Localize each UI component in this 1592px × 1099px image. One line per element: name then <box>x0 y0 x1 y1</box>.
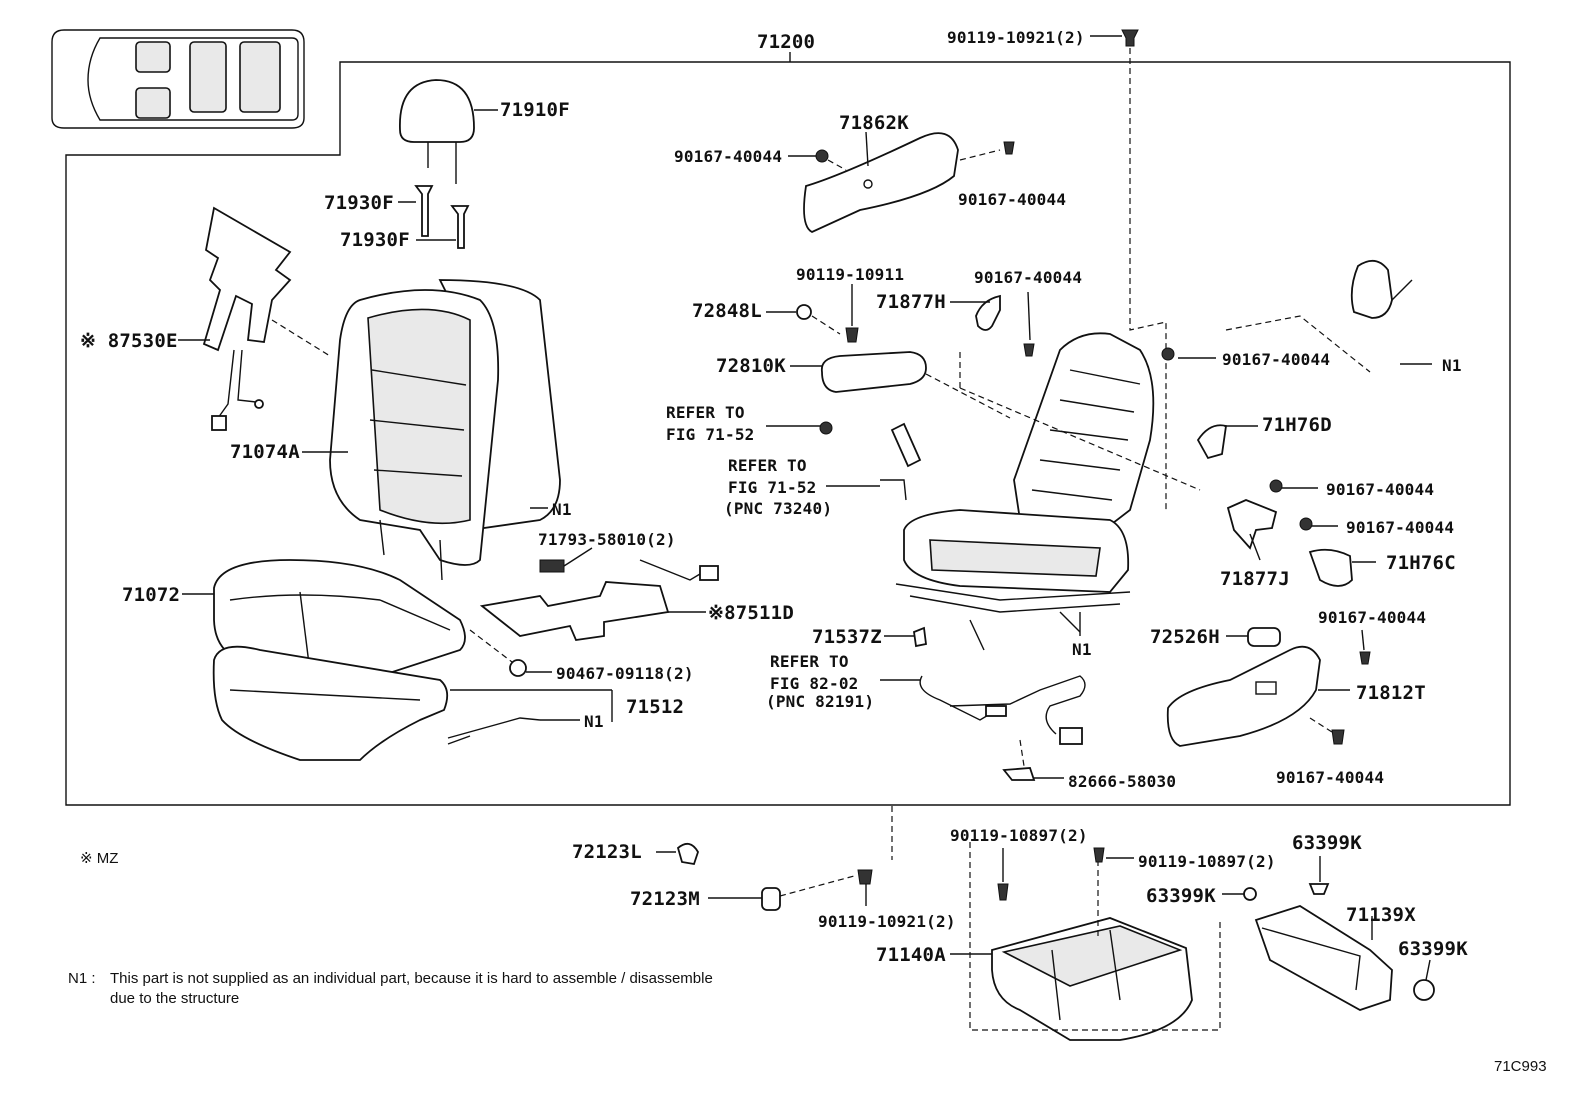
callout-71793: 71793-58010(2) <box>538 530 676 549</box>
callout-71930F-a: 71930F <box>324 192 394 214</box>
cap-part <box>656 842 699 866</box>
vehicle-locator-icon <box>51 29 305 129</box>
callout-72123M: 72123M <box>630 888 700 910</box>
bolt-part <box>997 847 1134 901</box>
screw-part <box>788 141 1015 171</box>
footnote-line-2: due to the structure <box>110 990 240 1007</box>
bracket-part <box>1196 424 1258 460</box>
callout-N1-right: N1 <box>1442 356 1462 375</box>
callout-82666: 82666-58030 <box>1068 772 1177 791</box>
riser-cover-part <box>1254 905 1393 1011</box>
bolt-part <box>857 869 873 906</box>
bracket-part <box>950 291 1035 357</box>
callout-90167-h: 90167-40044 <box>1276 768 1385 787</box>
callout-71074A: 71074A <box>230 441 300 463</box>
callout-71812T: 71812T <box>1356 682 1426 704</box>
bracket-part <box>1002 767 1064 781</box>
side-cover-part <box>1166 629 1371 747</box>
seat-riser-part <box>950 842 1221 1041</box>
callout-72526H: 72526H <box>1150 626 1220 648</box>
callout-87511D: ※87511D <box>708 602 794 624</box>
callout-90119-10921-top: 90119-10921(2) <box>947 28 1085 47</box>
callout-90167-a: 90167-40044 <box>674 147 783 166</box>
side-cover-part <box>803 131 959 233</box>
connector-part <box>539 547 593 573</box>
clip-part <box>469 629 552 677</box>
callout-90167-b: 90167-40044 <box>958 190 1067 209</box>
cover-part <box>1308 548 1376 587</box>
footnote-line-1: This part is not supplied as an individu… <box>110 970 713 987</box>
assembly-number: 71200 <box>757 31 816 53</box>
bolt-part <box>1090 29 1167 510</box>
armrest-part <box>790 351 1011 419</box>
refer-label-3b: FIG 82-02 <box>770 674 859 693</box>
refer-label-2a: REFER TO <box>728 456 807 475</box>
callout-72810K: 72810K <box>716 355 786 377</box>
motor-part <box>1225 260 1432 373</box>
footnote-key: N1 : <box>68 970 96 987</box>
callout-71512: 71512 <box>626 696 685 718</box>
callout-90167-f: 90167-40044 <box>1346 518 1455 537</box>
callout-71877H: 71877H <box>876 291 946 313</box>
callout-71537Z: 71537Z <box>812 626 882 648</box>
diagram-id: 71C993 <box>1494 1058 1547 1075</box>
callout-63399K-b: 63399K <box>1146 885 1216 907</box>
bolt-part <box>845 284 859 343</box>
callout-N1-frame: N1 <box>1072 640 1092 659</box>
callout-71072: 71072 <box>122 584 181 606</box>
callout-90167-d: 90167-40044 <box>1222 350 1331 369</box>
refer-label-2b: FIG 71-52 <box>728 478 817 497</box>
callout-71910F: 71910F <box>500 99 570 121</box>
callout-71877J: 71877J <box>1220 568 1290 590</box>
seat-frame-part <box>895 332 1201 651</box>
cap-part <box>708 875 855 911</box>
callout-87530E: ※ 87530E <box>80 330 178 352</box>
callout-90167-c: 90167-40044 <box>974 268 1083 287</box>
refer-label-3c: (PNC 82191) <box>766 692 875 711</box>
callout-71930F-b: 71930F <box>340 229 410 251</box>
refer-screw-part <box>766 421 833 435</box>
bracket-part <box>1226 499 1278 561</box>
refer-label-1b: FIG 71-52 <box>666 425 755 444</box>
grommet-part <box>1222 856 1435 1001</box>
cushion-wire-part <box>447 717 580 745</box>
screw-part <box>1269 479 1338 531</box>
seat-heater-mat-part <box>178 206 331 431</box>
seat-back-part <box>302 279 561 581</box>
callout-72123L: 72123L <box>572 841 642 863</box>
callout-N1-cushion: N1 <box>584 712 604 731</box>
callout-90167-e: 90167-40044 <box>1326 480 1435 499</box>
callout-63399K-a: 63399K <box>1292 832 1362 854</box>
seat-cushion-pad-part <box>212 645 613 761</box>
callout-71139X: 71139X <box>1346 904 1416 926</box>
legend-mark: ※ MZ <box>80 850 119 867</box>
refer-label-2c: (PNC 73240) <box>724 499 833 518</box>
wire-harness-part <box>880 675 1086 767</box>
callout-90119-10897-b: 90119-10897(2) <box>1138 852 1276 871</box>
callout-90467: 90467-09118(2) <box>556 664 694 683</box>
callout-71H76D: 71H76D <box>1262 414 1332 436</box>
callout-90167-g: 90167-40044 <box>1318 608 1427 627</box>
callout-71H76C: 71H76C <box>1386 552 1456 574</box>
headrest-guide-part <box>398 185 470 249</box>
cushion-heater-mat-part <box>479 559 719 641</box>
assembly-frame <box>65 61 1511 806</box>
callout-71140A: 71140A <box>876 944 946 966</box>
headrest-part <box>399 79 498 184</box>
callout-72848L: 72848L <box>692 300 762 322</box>
knob-part <box>1226 627 1281 647</box>
clip-part <box>884 626 927 648</box>
recliner-lever-part <box>826 422 922 501</box>
callout-90119-10921-bottom: 90119-10921(2) <box>818 912 956 931</box>
callout-90119-10897-a: 90119-10897(2) <box>950 826 1088 845</box>
screw-part <box>1161 347 1216 361</box>
callout-N1-back: N1 <box>552 500 572 519</box>
callout-63399K-c: 63399K <box>1398 938 1468 960</box>
refer-label-1a: REFER TO <box>666 403 745 422</box>
callout-71862K: 71862K <box>839 112 909 134</box>
cap-part <box>766 304 841 335</box>
refer-label-3a: REFER TO <box>770 652 849 671</box>
callout-90119-10911: 90119-10911 <box>796 265 905 284</box>
